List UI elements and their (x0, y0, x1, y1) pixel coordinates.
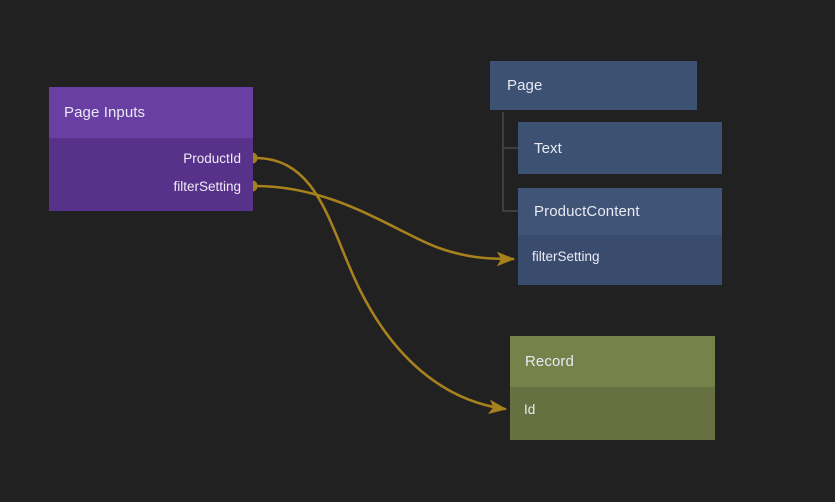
port-label-record-id[interactable]: Id (524, 402, 536, 417)
node-page-inputs-header[interactable]: Page Inputs (49, 87, 253, 138)
node-productcontent[interactable]: ProductContent filterSetting (518, 188, 722, 285)
node-record-body: Id (510, 387, 715, 440)
node-text-header[interactable]: Text (518, 122, 722, 174)
node-page-title: Page (507, 77, 543, 94)
node-page-inputs-title: Page Inputs (64, 104, 146, 121)
node-record[interactable]: Record Id (510, 336, 715, 440)
node-productcontent-header[interactable]: ProductContent (518, 188, 722, 235)
node-page-inputs-body: ProductId filterSetting (49, 138, 253, 211)
node-page[interactable]: Page (490, 61, 697, 110)
tree-connector-lines (502, 112, 518, 212)
node-productcontent-title: ProductContent (534, 203, 640, 220)
node-page-header[interactable]: Page (490, 61, 697, 110)
edge-filtersetting-to-productcontent (253, 184, 516, 267)
node-text[interactable]: Text (518, 122, 722, 174)
node-text-title: Text (534, 139, 562, 157)
port-label-productcontent-filtersetting[interactable]: filterSetting (532, 249, 600, 264)
node-productcontent-body: filterSetting (518, 235, 722, 285)
port-label-filtersetting[interactable]: filterSetting (173, 179, 241, 194)
node-record-title: Record (525, 353, 574, 370)
port-label-productid[interactable]: ProductId (183, 151, 241, 166)
node-record-header[interactable]: Record (510, 336, 715, 387)
edge-productid-to-record-id (253, 156, 508, 414)
node-page-inputs[interactable]: Page Inputs ProductId filterSetting (49, 87, 253, 211)
